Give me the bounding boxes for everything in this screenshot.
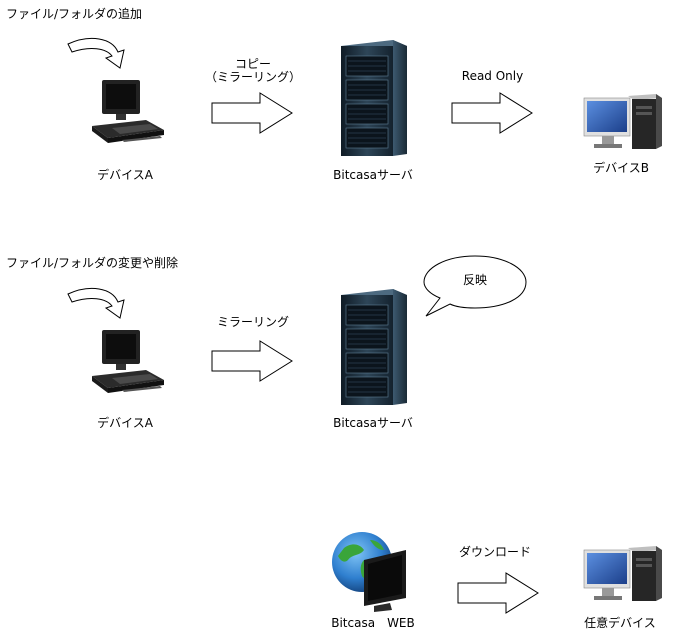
section1-heading: ファイル/フォルダの追加 — [6, 7, 143, 21]
server-label: Bitcasaサーバ — [333, 416, 413, 430]
device-a-label: デバイスA — [97, 416, 153, 430]
desktop-pc-icon — [92, 330, 164, 393]
server-label: Bitcasaサーバ — [333, 168, 413, 182]
reflect-label: 反映 — [462, 273, 487, 287]
section2-heading: ファイル/フォルダの変更や削除 — [6, 256, 179, 270]
desktop-pc-icon — [92, 80, 164, 143]
right-arrow-icon — [457, 572, 539, 614]
right-arrow-icon — [211, 340, 293, 382]
speech-bubble — [423, 255, 527, 317]
mirroring-label: ミラーリング — [216, 315, 289, 329]
right-arrow-icon — [451, 92, 533, 134]
server-icon — [341, 40, 407, 156]
download-label: ダウンロード — [458, 545, 531, 559]
read-only-label: Read Only — [461, 69, 524, 83]
device-a-label: デバイスA — [97, 168, 153, 182]
desktop-monitor-tower-icon — [583, 546, 662, 601]
right-arrow-icon — [211, 92, 293, 134]
mirroring-paren-label: （ミラーリング） — [204, 70, 301, 84]
web-globe-icon — [332, 532, 406, 612]
any-device-label: 任意デバイス — [584, 616, 656, 630]
bitcasa-web-label: Bitcasa WEB — [331, 616, 415, 630]
device-b-label: デバイスB — [593, 161, 649, 175]
curved-arrow-icon — [67, 37, 125, 69]
desktop-monitor-tower-icon — [583, 94, 662, 149]
copy-label: コピー — [234, 57, 271, 71]
server-icon — [341, 289, 407, 405]
curved-arrow-icon — [67, 287, 125, 319]
